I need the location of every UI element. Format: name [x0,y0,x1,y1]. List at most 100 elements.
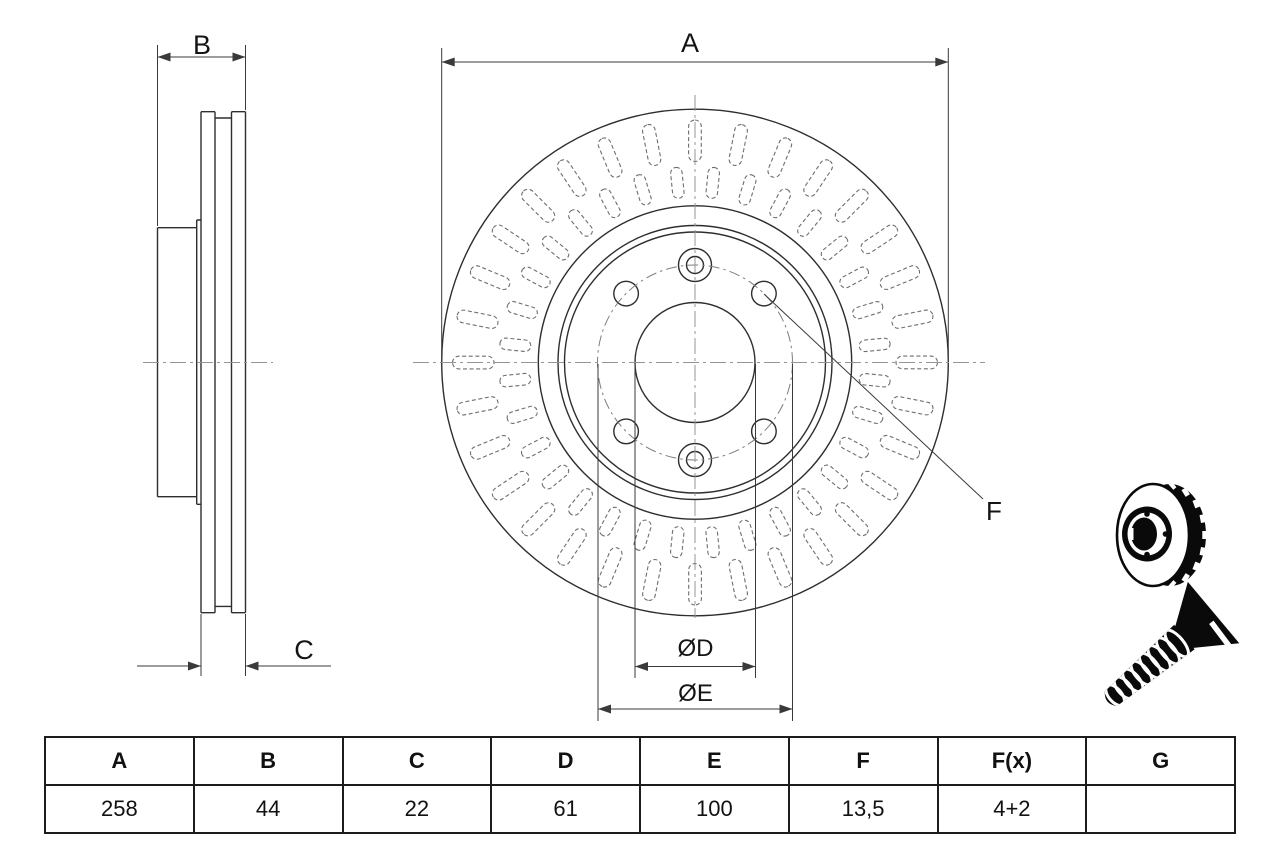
col-B-header: B [192,736,344,786]
vent-slot [568,209,594,237]
vent-slot [839,266,870,289]
vent-slot [599,188,621,219]
vent-slot [469,265,511,291]
vent-slot [820,235,849,261]
hub-bolt-dot [1144,551,1150,558]
arrowhead [157,52,171,62]
rim-vent-square [1168,481,1177,490]
bolt-hole [750,418,777,445]
vent-slot [834,188,869,223]
dim-A-extension-lines [441,48,949,356]
vent-slot [891,396,934,416]
vent-slot [738,519,757,551]
bolt-hole [613,280,640,307]
vent-slot [728,123,748,167]
screw-head [1175,581,1240,648]
technical-drawing: A B C ØD ØE F [137,28,1240,721]
pin-hole-outer [677,247,713,283]
dim-label-F: F [986,496,1002,526]
vent-slot [803,159,834,197]
vent-slot [860,470,899,501]
col-B-value: 44 [192,784,344,834]
arrowhead [935,57,949,67]
rim-vent-square [1199,513,1208,523]
vent-slot-rings [451,119,939,606]
vent-slot [521,188,556,223]
arrowhead [779,704,793,714]
vent-slot [499,337,532,353]
vent-slot [567,488,593,516]
bolt-hole [613,418,640,445]
dimension-table: A B C D E F F(x) G 258 44 22 61 100 13,5… [44,736,1236,834]
vent-slot [879,265,921,291]
col-A-header: A [44,736,195,786]
hub-bolt-dot [1144,511,1150,517]
dim-label-D: ØD [678,635,714,662]
vent-slot [556,528,587,566]
col-D-header: D [490,736,641,786]
vent-slot [499,372,532,388]
rim-vent-square [1168,580,1177,589]
rim-vent-square [1181,573,1190,583]
rim-vent-square [1199,547,1208,557]
vent-slot [769,188,792,219]
col-G-value [1085,784,1236,834]
vent-slot [456,309,499,329]
vent-slot [521,502,556,537]
vent-slot [456,396,499,416]
vent-slot [597,137,623,178]
vent-slot [491,470,530,501]
dim-E-extension-lines [597,364,793,721]
vent-slot [879,434,921,460]
col-E-header: E [639,736,790,786]
vent-slot [598,506,621,537]
vent-slot [633,174,652,206]
screw-slot [1209,620,1234,651]
dim-label-E: ØE [678,680,713,707]
vent-slot [891,309,934,329]
arrowhead [635,662,648,671]
vent-slot [767,547,793,588]
dim-F-leader-line [763,293,984,500]
vent-slot [556,159,587,198]
arrowhead [742,662,756,671]
vent-slot [541,464,570,490]
table-value-row: 258 44 22 61 100 13,5 4+2 [44,784,1236,834]
vent-slot [852,405,884,425]
vent-slot [858,372,891,388]
vent-slot [670,166,685,199]
arrowhead [188,661,201,671]
col-Fx-header: F(x) [936,736,1088,786]
vent-slot [705,166,720,199]
col-Fx-value: 4+2 [936,784,1088,834]
vent-slot [670,526,685,559]
vent-slot [641,123,662,167]
vent-slot [769,506,791,537]
dim-arrowheads [157,52,949,714]
arrowhead [598,704,611,714]
rim-vent-square [1192,561,1201,572]
vent-slot [839,436,870,459]
vent-slot [860,224,899,255]
arrowhead [232,52,246,62]
col-D-value: 61 [490,784,641,834]
hub-bore [1131,517,1157,551]
vent-slot [705,526,720,559]
vent-slot [820,464,849,490]
dim-C-extension-lines [200,614,246,676]
vent-slot [796,488,822,516]
vent-slot [506,405,538,424]
arrowhead [441,57,455,67]
col-F-header: F [787,736,939,786]
rim-vent-square [1202,531,1210,539]
vent-slot [738,174,757,206]
dimensions: A B C ØD ØE F [137,28,1002,721]
col-A-value: 258 [44,784,195,834]
col-E-value: 100 [639,784,790,834]
vent-slot [642,558,662,602]
brake-disc-3d-icon [1115,481,1210,589]
vent-slot [633,519,652,551]
dim-label-A: A [681,28,699,58]
dim-D-extension-lines [634,364,756,678]
